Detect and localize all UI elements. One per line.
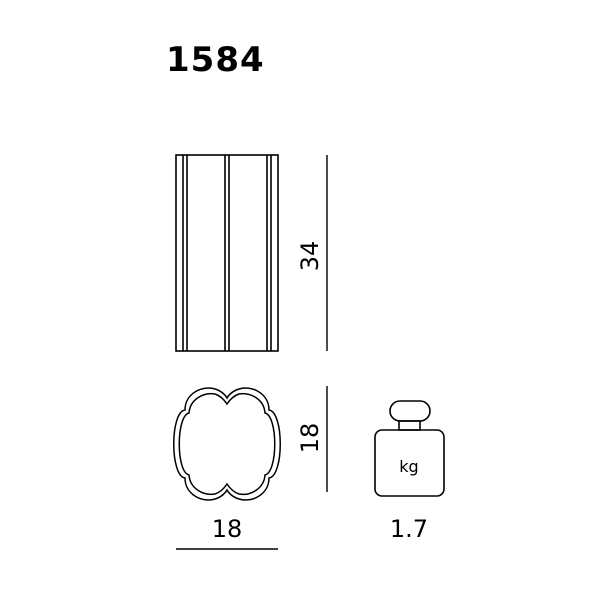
quatrefoil-inner-outline	[178, 392, 276, 496]
weight-value-label: 1.7	[390, 515, 428, 543]
weight-icon-neck	[398, 420, 421, 431]
model-number-title: 1584	[166, 40, 265, 80]
depth-dimension-label: 18	[296, 423, 324, 454]
weight-icon-cap	[389, 400, 431, 422]
fluted-column-side-view-icon	[175, 154, 279, 352]
weight-unit-label: kg	[399, 457, 418, 476]
height-dimension-label: 34	[296, 241, 324, 272]
column-outline	[175, 154, 279, 352]
quatrefoil-outer-outline	[173, 387, 281, 501]
weight-icon-body	[374, 429, 445, 497]
weight-bottle-icon	[374, 400, 445, 497]
quatrefoil-top-view-icon	[173, 387, 281, 501]
width-dimension-label: 18	[212, 515, 243, 543]
